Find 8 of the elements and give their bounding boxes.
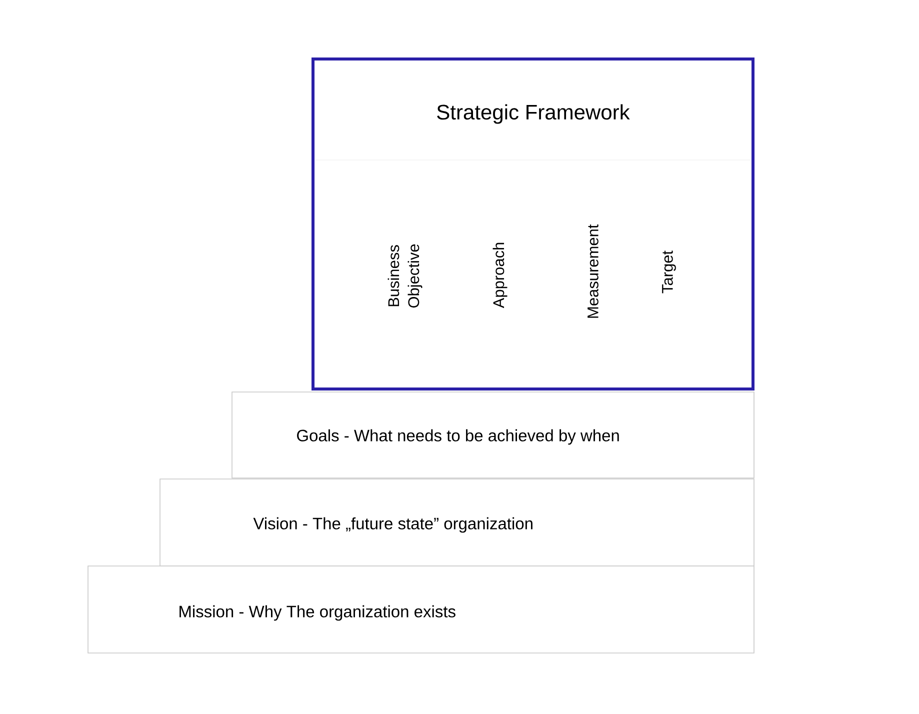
framework-title: Strategic Framework <box>437 104 630 124</box>
step-box: Vision - The „future state” organization <box>160 478 754 566</box>
column-label: Approach <box>492 242 508 308</box>
column-label: Business Objective <box>388 244 422 308</box>
column-label: Target <box>662 250 676 294</box>
column-label: Measurement <box>588 224 598 318</box>
step-box: Mission - Why The organization exists <box>88 566 754 654</box>
step-box: Goals - What needs to be achieved by when <box>232 392 754 478</box>
